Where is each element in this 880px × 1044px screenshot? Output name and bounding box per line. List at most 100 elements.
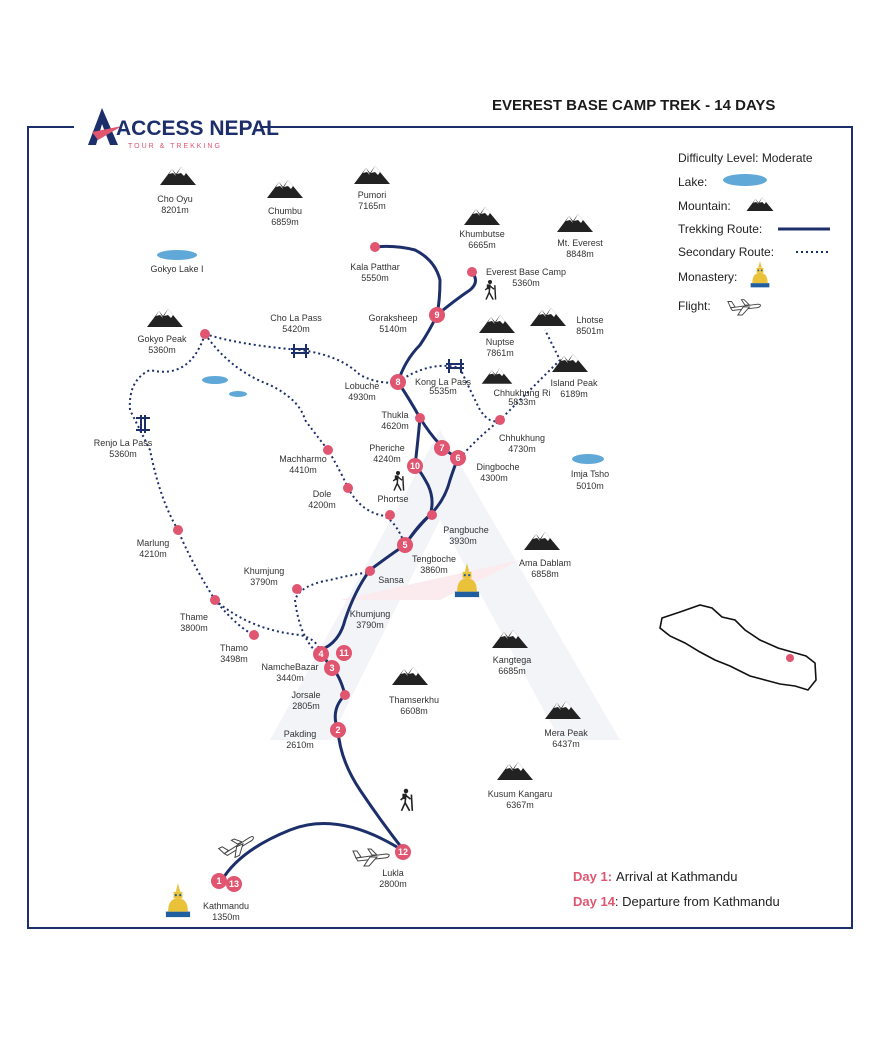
mountain-alt: 6437m [552,739,580,749]
mountain-icon [481,368,513,384]
day14-text: : Departure from Kathmandu [615,894,780,909]
place-name: Dole [313,489,332,499]
day14-label: Day 14 [573,894,616,909]
mountain-alt: 5833m [508,397,536,407]
day-marker: 4 [313,646,329,662]
place-name: Thamo [220,643,248,653]
mountain-name: Khumbutse [459,229,505,239]
svg-text:5: 5 [402,540,407,550]
svg-text:11: 11 [339,648,349,658]
waypoint-sansa [365,566,375,576]
waypoint-dole [343,483,353,493]
lake-label: Gokyo Lake I [150,264,203,274]
mountain-alt: 5360m [148,345,176,355]
place-name: Pangbuche [443,525,489,535]
place-name: Pakding [284,729,317,739]
svg-text:7: 7 [439,443,444,453]
day14-row: Day 14: Departure from Kathmandu [573,894,780,909]
place-name: Cho La Pass [270,313,322,323]
waypoint-pangbuche [427,510,437,520]
svg-text:4: 4 [318,649,323,659]
waypoint-thame [210,595,220,605]
pass-icon [135,414,151,434]
day-marker: 8 [390,374,406,390]
svg-text:2: 2 [335,725,340,735]
itinerary-footer: Day 1:Arrival at Kathmandu Day 14: Depar… [573,869,780,909]
day-markers: 1 13 2 3 4 11 5 10 7 6 8 9 12 [211,307,466,892]
day-marker: 12 [395,844,411,860]
day-marker: 13 [226,876,242,892]
place-name: Marlung [137,538,170,548]
secondary-route-gokyo [204,333,406,546]
place-alt: 2805m [292,701,320,711]
place-name: Khumjung [244,566,285,576]
place-name: Lobuche [345,381,380,391]
place-alt: 3930m [449,536,477,546]
svg-text:3: 3 [329,663,334,673]
place-alt: 5535m [429,386,457,396]
place-alt: 3440m [276,673,304,683]
place-alt: 4240m [373,454,401,464]
place-alt: 1350m [212,912,240,922]
waypoint-machharmo [323,445,333,455]
flight-icon [352,848,390,867]
monastery-icon [165,883,191,918]
place-name: Gorakshеep [368,313,417,323]
mountain-alt: 8848m [566,249,594,259]
place-alt: 4200m [308,500,336,510]
hiker-icon [484,279,497,301]
mountain-alt: 6685m [498,666,526,676]
mountain-name: Pumori [358,190,387,200]
day-marker: 7 [434,440,450,456]
hiker-icon [392,470,405,492]
place-name: Everest Base Camp [486,267,566,277]
day-marker: 5 [397,537,413,553]
place-alt: 4210m [139,549,167,559]
place-name: Kala Patthar [350,262,400,272]
legend-secondary-label: Secondary Route: [678,245,774,259]
place-alt: 4620m [381,421,409,431]
map-frame [27,126,853,929]
place-alt: 3790m [250,577,278,587]
place-name: Sansa [378,575,404,585]
mountain-alt: 6189m [560,389,588,399]
mountain-alt: 6608m [400,706,428,716]
mountain-name: Kusum Kangaru [488,789,553,799]
day1-row: Day 1:Arrival at Kathmandu [573,869,737,884]
map-title: EVEREST BASE CAMP TREK - 14 DAYS [492,97,775,114]
svg-text:12: 12 [398,847,408,857]
mountain-alt: 7861m [486,348,514,358]
flight-route [220,822,406,881]
day-marker: 11 [336,645,352,661]
brand-subtitle: TOUR & TREKKING [128,143,222,150]
brand-name: ACCESS NEPAL [116,117,279,140]
secondary-route-renjo [128,333,256,636]
place-alt: 3800m [180,623,208,633]
legend: Difficulty Level: Moderate Lake: Mountai… [678,151,830,316]
route-ebc [436,271,477,317]
place-labels: Kala Patthar 5550m Everest Base Camp 536… [94,262,566,922]
mountain-alt: 8201m [161,205,189,215]
mountain-icon [746,197,774,211]
place-name: Khumjung [350,609,391,619]
waypoint-jorsale [340,690,350,700]
mountain-name: Chumbu [268,206,302,216]
place-name: Jorsale [291,690,320,700]
svg-text:13: 13 [229,879,239,889]
place-name: Thukla [381,410,408,420]
lake-icon [723,174,767,186]
day-marker: 3 [324,660,340,676]
mountain-name: Thamserkhu [389,695,439,705]
lake-icon-2 [202,376,228,384]
mountain-name: Kangtega [493,655,532,665]
place-name: Thame [180,612,208,622]
lake-icon-3 [229,391,247,397]
mountain-icon [479,315,515,333]
legend-monastery-label: Monastery: [678,270,737,284]
mountain-alt: 6367m [506,800,534,810]
waypoint-gokyo-peak [200,329,210,339]
day1-label: Day 1: [573,869,612,884]
secondary-route-khumjung [293,571,371,656]
mountain-name: Cho Oyu [157,194,193,204]
nepal-inset-map [659,604,817,691]
